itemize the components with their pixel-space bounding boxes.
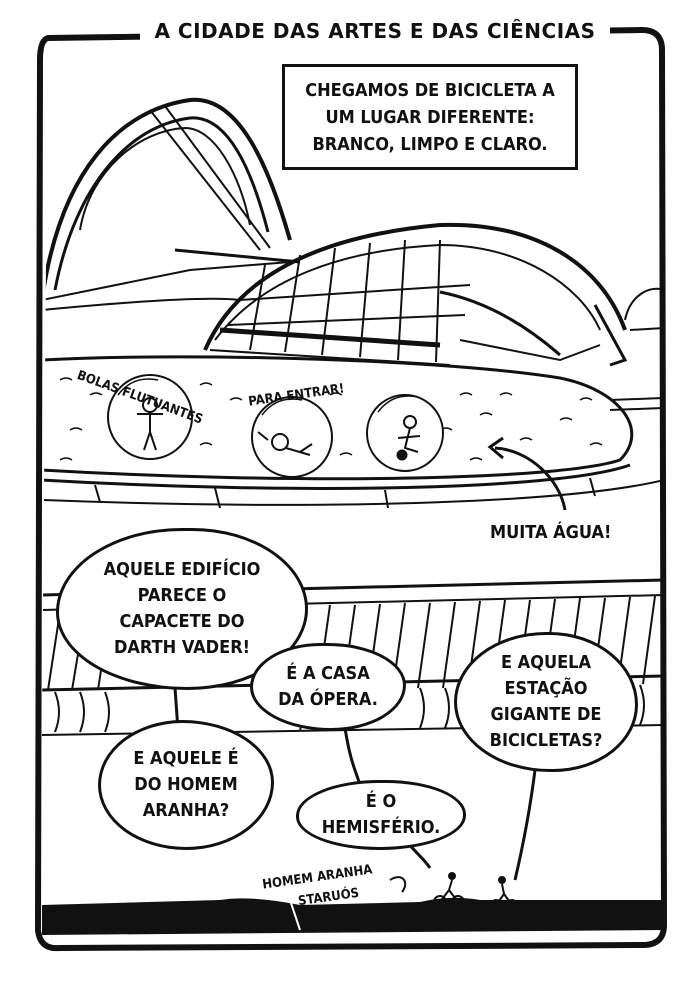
horizon-line xyxy=(41,297,241,311)
narration-caption-box: CHEGAMOS DE BICICLETA A UM LUGAR DIFEREN… xyxy=(282,64,578,170)
bubble-line: GIGANTE DE xyxy=(490,704,602,725)
label-muita-agua: MUITA ÁGUA! xyxy=(490,522,612,543)
bubble-line: HEMISFÉRIO. xyxy=(321,817,441,838)
bubble-line: AQUELE EDIFÍCIO xyxy=(103,559,261,580)
bubble-line: E AQUELA xyxy=(500,652,592,673)
floating-ball-3 xyxy=(366,394,444,472)
caption-line-2: UM LUGAR DIFERENTE: xyxy=(325,107,535,128)
bubble-line: E AQUELE É xyxy=(133,748,239,769)
bubble-line: DA ÓPERA. xyxy=(278,689,378,710)
caption-line-1: CHEGAMOS DE BICICLETA A xyxy=(305,80,555,101)
bubble-line: CAPACETE DO xyxy=(119,611,245,632)
speech-bubble-opera: É A CASA DA ÓPERA. xyxy=(250,643,406,731)
bubble-line: ESTAÇÃO xyxy=(504,678,588,699)
speech-bubble-darth-vader: AQUELE EDIFÍCIO PARECE O CAPACETE DO DAR… xyxy=(56,528,308,690)
bubble-line: É A CASA xyxy=(286,663,370,684)
cyclist-figure-1 xyxy=(433,872,465,909)
bubble-line: É O xyxy=(365,791,397,812)
bubble-line: PARECE O xyxy=(137,585,227,606)
page-title: A CIDADE DAS ARTES E DAS CIÊNCIAS xyxy=(140,14,610,48)
speech-bubble-bicicletas: E AQUELA ESTAÇÃO GIGANTE DE BICICLETAS? xyxy=(454,632,638,772)
ground-strip xyxy=(42,897,664,935)
speech-bubble-homem-aranha: E AQUELE É DO HOMEM ARANHA? xyxy=(98,720,274,850)
cyclist-figure-2 xyxy=(490,876,518,911)
floating-ball-2 xyxy=(251,396,333,478)
speech-bubble-hemisferio: É O HEMISFÉRIO. xyxy=(296,780,466,850)
bubble-line: BICICLETAS? xyxy=(489,730,603,751)
bubble-line: DARTH VADER! xyxy=(113,637,251,658)
pool-drawing xyxy=(41,355,664,509)
bubble-line: ARANHA? xyxy=(142,800,230,821)
opera-house-drawing xyxy=(40,97,301,301)
arrow-to-water xyxy=(487,436,567,511)
panel-border xyxy=(34,26,668,952)
floating-ball-1 xyxy=(107,374,193,460)
bubble-line: DO HOMEM xyxy=(134,774,238,795)
caption-line-3: BRANCO, LIMPO E CLARO. xyxy=(312,134,548,155)
